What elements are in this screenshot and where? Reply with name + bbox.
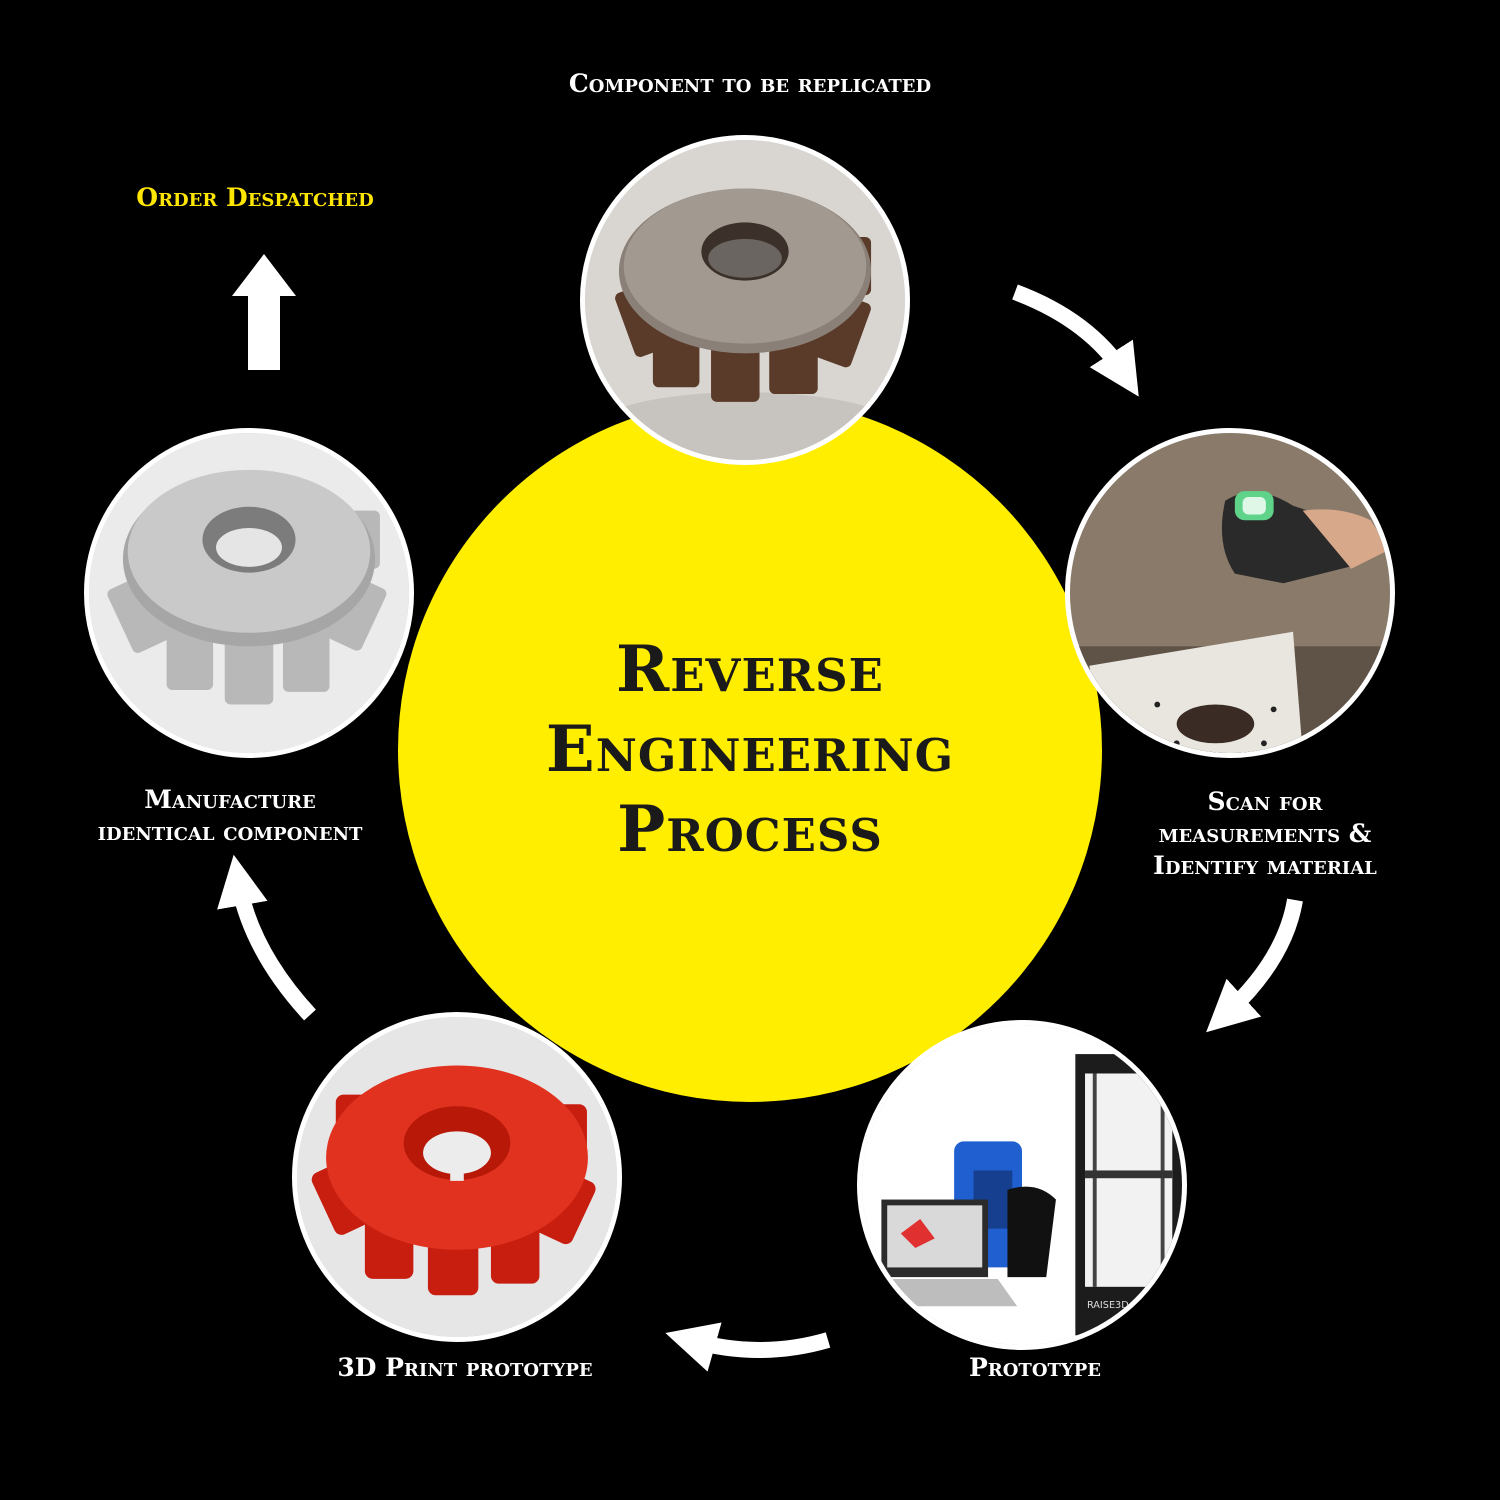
label-scan-line-2: measurements & [1158, 819, 1372, 848]
arrow-to-print [665, 1322, 831, 1372]
label-component-to-replicate: Component to be replicated [568, 69, 932, 98]
label-manufacture: Manufacture identical component [60, 784, 400, 848]
label-scan-line-1: Scan for [1207, 787, 1323, 816]
label-scan: Scan for measurements & Identify materia… [1115, 786, 1415, 882]
center-circle: Reverse Engineering Process [398, 398, 1102, 1102]
photo-3d-scanner [1065, 428, 1395, 758]
red-gear-illustration [297, 1017, 617, 1337]
title-line-2: Engineering [545, 712, 955, 787]
arrow-to-order-despatched [232, 254, 296, 370]
photo-printed-prototype [292, 1012, 622, 1342]
label-prototype: Prototype [968, 1353, 1101, 1382]
label-3d-print-prototype: 3D Print prototype [337, 1353, 593, 1382]
title-line-1: Reverse [616, 632, 884, 707]
photo-manufactured-component [84, 428, 414, 758]
label-order-despatched: Order Despatched [136, 183, 374, 212]
label-manufacture-line-1: Manufacture [144, 785, 316, 814]
title-line-3: Process [617, 792, 883, 867]
label-manufacture-line-2: identical component [97, 817, 363, 846]
photo-prototype-setup: RAISE3D Pro2 Plus [857, 1020, 1187, 1350]
arrow-to-scan [1012, 284, 1139, 397]
arrow-to-manufacture [217, 854, 316, 1021]
steel-gear-illustration [89, 433, 409, 753]
label-scan-line-3: Identify material [1153, 851, 1377, 880]
rusty-gear-illustration [585, 140, 905, 460]
arrow-to-prototype [1206, 898, 1303, 1033]
photo-original-component [580, 135, 910, 465]
